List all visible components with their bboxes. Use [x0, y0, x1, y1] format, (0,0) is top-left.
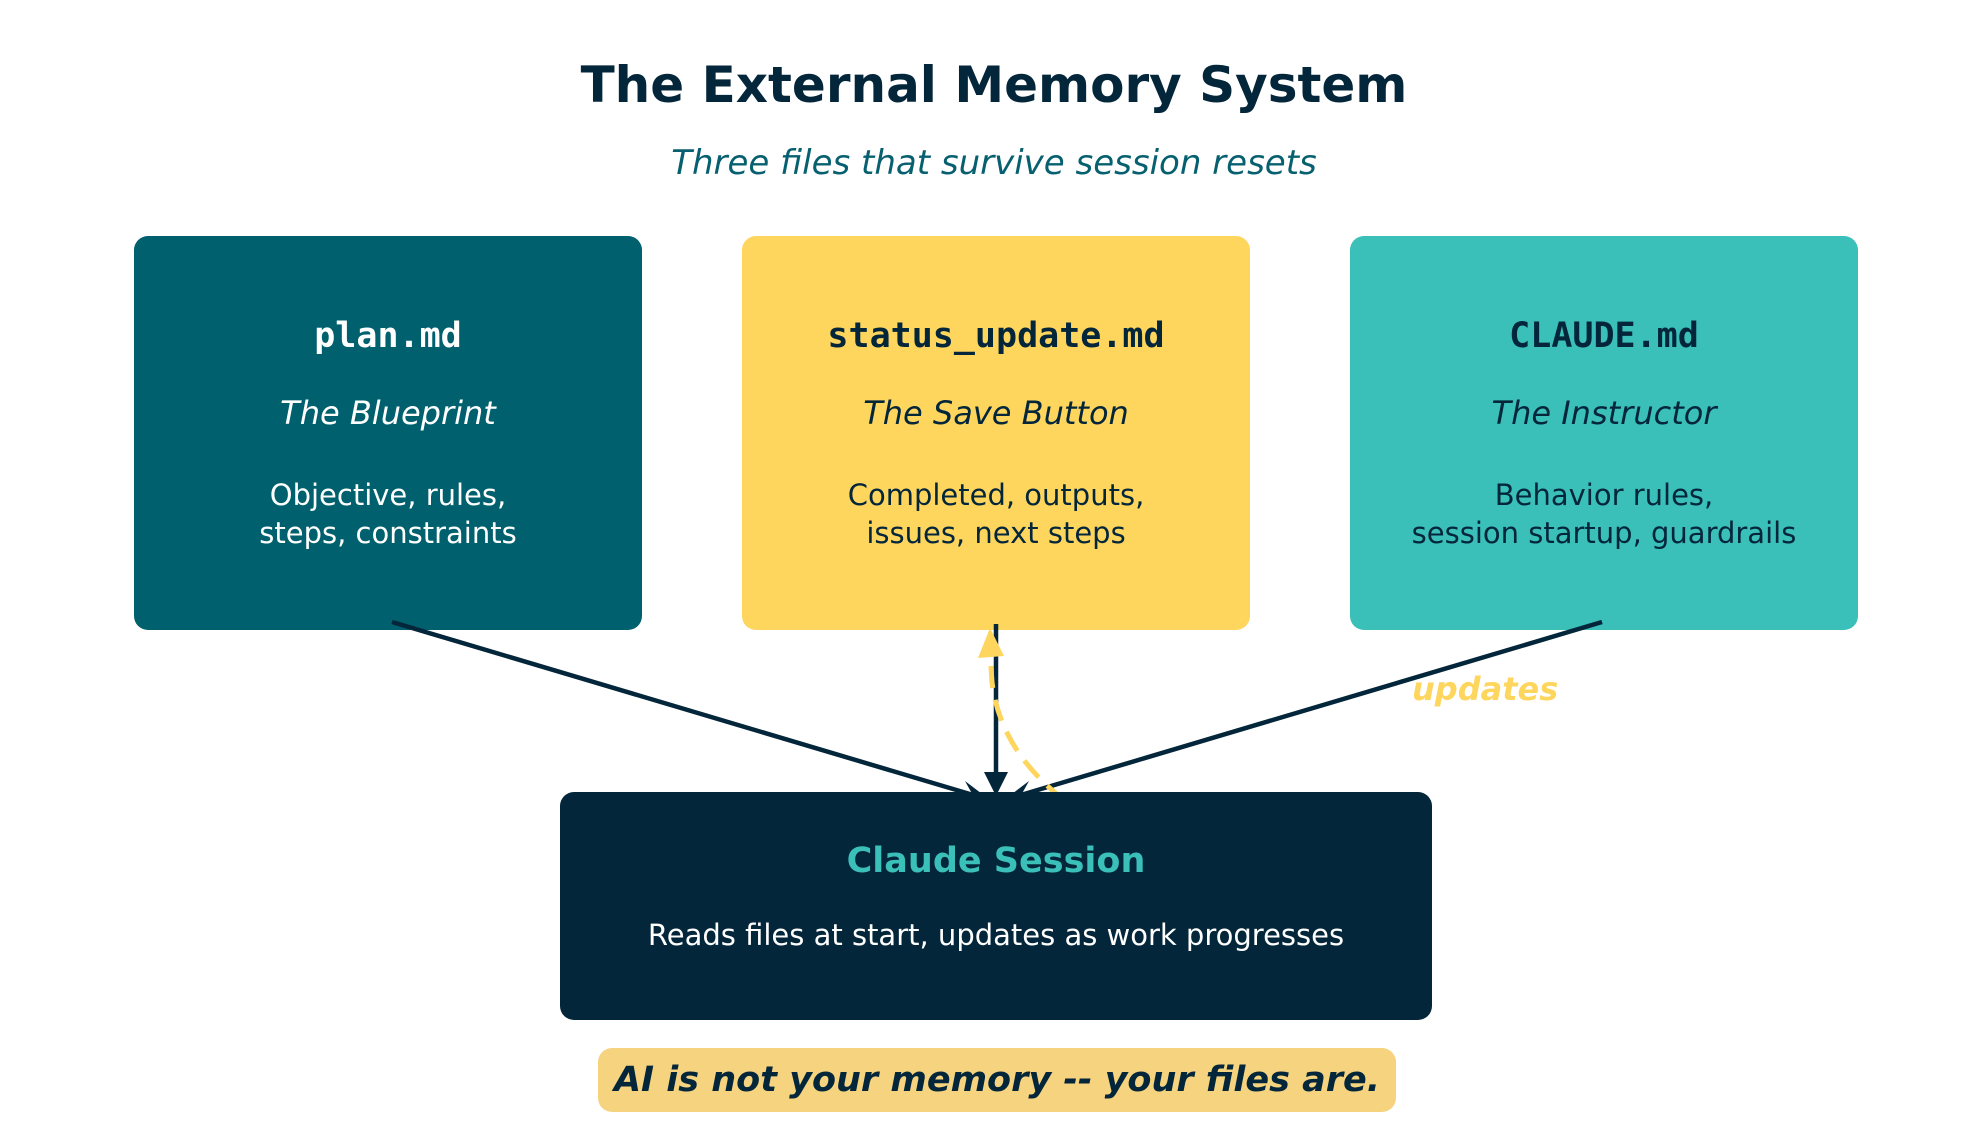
claude-session-title: Claude Session — [846, 841, 1146, 881]
diagram-title: The External Memory System — [580, 56, 1408, 114]
plan-file-role: The Blueprint — [280, 394, 496, 432]
claude-file-card: CLAUDE.md The Instructor Behavior rules,… — [1350, 236, 1858, 630]
status-update-file-description-line: issues, next steps — [866, 516, 1126, 550]
claude-file-description: Behavior rules, session startup, guardra… — [1350, 476, 1858, 552]
plan-file-description-line: Objective, rules, — [269, 478, 507, 512]
claude-to-session-arrow — [1003, 619, 1603, 803]
claude-session-box: Claude Session Reads files at start, upd… — [560, 792, 1432, 1020]
plan-file-description-line: steps, constraints — [259, 516, 517, 550]
plan-file-description: Objective, rules, steps, constraints — [134, 476, 642, 552]
claude-file-name: CLAUDE.md — [1509, 316, 1699, 356]
status-update-file-role: The Save Button — [863, 394, 1129, 432]
status-update-file-description: Completed, outputs, issues, next steps — [742, 476, 1250, 552]
tagline-banner: AI is not your memory -- your files are. — [598, 1048, 1396, 1112]
status-update-file-name: status_update.md — [827, 316, 1165, 356]
claude-session-description: Reads files at start, updates as work pr… — [647, 918, 1345, 952]
claude-file-role: The Instructor — [1491, 394, 1717, 432]
claude-file-description-line: Behavior rules, — [1494, 478, 1714, 512]
diagram-subtitle: Three files that survive session resets — [671, 143, 1317, 183]
session-updates-status-arrow — [987, 651, 1066, 802]
plan-file-name: plan.md — [314, 316, 462, 356]
status-update-file-card: status_update.md The Save Button Complet… — [742, 236, 1250, 630]
plan-to-session-arrow — [391, 619, 991, 803]
plan-file-card: plan.md The Blueprint Objective, rules, … — [134, 236, 642, 630]
updates-edge-label: updates — [1412, 670, 1559, 708]
session-updates-status-arrowhead — [978, 628, 1004, 658]
status-update-file-description-line: Completed, outputs, — [847, 478, 1145, 512]
claude-file-description-line: session startup, guardrails — [1411, 516, 1797, 550]
